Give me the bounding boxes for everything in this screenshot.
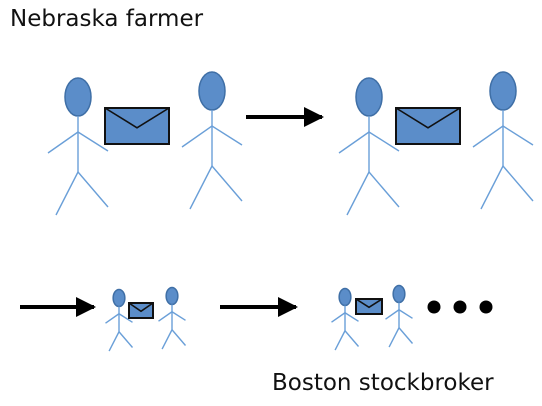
person-limb bbox=[398, 309, 413, 319]
person-limb bbox=[502, 165, 534, 202]
person-limb bbox=[331, 312, 346, 323]
ellipsis-dot bbox=[427, 300, 441, 314]
diagram-content bbox=[20, 71, 534, 352]
envelope-flap bbox=[395, 107, 461, 129]
envelope-flap bbox=[104, 107, 170, 129]
person-limb bbox=[388, 327, 400, 348]
person-limb bbox=[47, 131, 79, 154]
person-limb bbox=[171, 311, 186, 321]
person-limb bbox=[158, 311, 173, 322]
person-limb bbox=[338, 131, 370, 154]
person-limb bbox=[502, 125, 534, 146]
person-limb bbox=[108, 331, 120, 352]
person-limb bbox=[118, 313, 133, 323]
person-limb bbox=[344, 330, 360, 347]
person-limb bbox=[77, 131, 109, 152]
person-limb bbox=[189, 165, 213, 210]
person-limb bbox=[385, 309, 400, 320]
person-head-icon bbox=[165, 286, 179, 306]
ellipsis-dots bbox=[427, 300, 493, 314]
person-3-icon bbox=[338, 77, 400, 216]
person-limb bbox=[368, 131, 400, 152]
person-5-icon bbox=[105, 288, 134, 352]
person-limb bbox=[346, 171, 370, 216]
person-limb bbox=[480, 165, 504, 210]
person-head-icon bbox=[112, 288, 126, 308]
person-head-icon bbox=[198, 71, 226, 111]
person-4-icon bbox=[472, 71, 534, 210]
envelope-stage-3 bbox=[128, 302, 154, 319]
envelope-stage-1 bbox=[104, 107, 170, 145]
person-limb bbox=[211, 125, 243, 146]
person-head-icon bbox=[392, 284, 406, 304]
person-limb bbox=[118, 331, 134, 348]
person-limb bbox=[77, 171, 109, 208]
person-head-icon bbox=[64, 77, 92, 117]
person-head-icon bbox=[338, 287, 352, 307]
person-6-icon bbox=[158, 286, 187, 350]
person-2-icon bbox=[181, 71, 243, 210]
person-limb bbox=[181, 125, 213, 148]
person-limb bbox=[398, 327, 414, 344]
envelope-stage-2 bbox=[395, 107, 461, 145]
envelope-flap bbox=[355, 298, 383, 309]
target-label: Boston stockbroker bbox=[272, 370, 494, 396]
person-limb bbox=[344, 312, 359, 322]
person-head-icon bbox=[489, 71, 517, 111]
person-limb bbox=[211, 165, 243, 202]
person-limb bbox=[472, 125, 504, 148]
person-1-icon bbox=[47, 77, 109, 216]
person-7-icon bbox=[331, 287, 360, 351]
person-limb bbox=[334, 330, 346, 351]
ellipsis-dot bbox=[479, 300, 493, 314]
person-head-icon bbox=[355, 77, 383, 117]
envelope-flap bbox=[128, 302, 154, 313]
person-limb bbox=[105, 313, 120, 324]
person-limb bbox=[368, 171, 400, 208]
person-limb bbox=[55, 171, 79, 216]
ellipsis-dot bbox=[453, 300, 467, 314]
envelope-stage-4 bbox=[355, 298, 383, 315]
source-label: Nebraska farmer bbox=[10, 6, 204, 32]
person-limb bbox=[171, 329, 187, 346]
person-8-icon bbox=[385, 284, 414, 348]
person-limb bbox=[161, 329, 173, 350]
